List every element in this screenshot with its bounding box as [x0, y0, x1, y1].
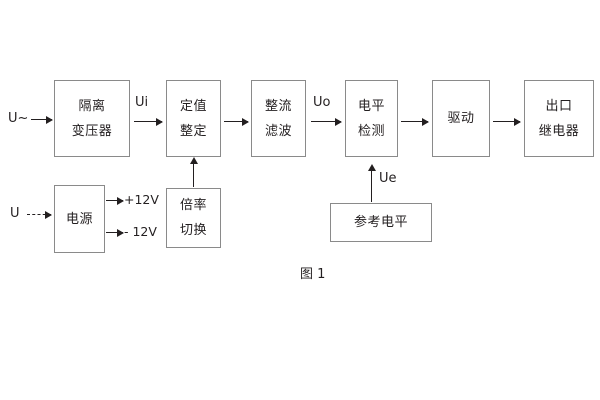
block-output-relay-line2: 继电器 [538, 123, 580, 139]
block-reference-level: 参考电平 [330, 203, 432, 242]
block-multiplier-switch-line2: 切换 [179, 223, 207, 238]
block-setting-value: 定值 整定 [166, 80, 221, 157]
block-level-detection: 电平 检测 [345, 80, 398, 157]
signal-label-uo: Uo [313, 95, 331, 110]
arrow-power-supply-positive-rail [106, 196, 124, 205]
block-drive-line1: 驱动 [447, 111, 475, 126]
arrow-rectify-filter-to-level-detection [311, 117, 342, 126]
block-reference-level-line1: 参考电平 [353, 215, 408, 230]
voltage-label-negative: - 12V [124, 224, 157, 239]
block-setting-value-line2: 整定 [179, 123, 207, 139]
input-label-u-dc: U [10, 206, 20, 221]
arrow-multiplier-switch-to-setting-value [189, 157, 198, 187]
block-drive: 驱动 [432, 80, 490, 157]
arrow-drive-to-output-relay [493, 117, 521, 126]
block-output-relay-line1: 出口 [545, 98, 573, 114]
block-level-detection-line1: 电平 [357, 98, 385, 114]
arrow-reference-level-to-level-detection [367, 164, 376, 202]
block-rectify-filter: 整流 滤波 [251, 80, 306, 157]
block-power-supply-line1: 电源 [65, 211, 93, 227]
arrow-power-supply-negative-rail [106, 228, 124, 237]
arrow-input-to-power-supply [27, 210, 52, 219]
arrow-level-detection-to-drive [401, 117, 429, 126]
block-isolation-transformer-line1: 隔离 [78, 98, 106, 114]
block-output-relay: 出口 继电器 [524, 80, 594, 157]
voltage-label-positive: +12V [124, 192, 159, 207]
block-multiplier-switch-line1: 倍率 [179, 198, 207, 213]
input-label-u-ac: U~ [8, 111, 29, 126]
arrow-setting-value-to-rectify-filter [224, 117, 249, 126]
block-isolation-transformer: 隔离 变压器 [54, 80, 130, 157]
signal-label-ui: Ui [135, 95, 149, 110]
block-level-detection-line2: 检测 [357, 123, 385, 139]
block-rectify-filter-line1: 整流 [264, 98, 292, 114]
block-multiplier-switch: 倍率 切换 [166, 188, 221, 248]
arrow-isolation-transformer-to-setting-value [134, 117, 163, 126]
signal-label-ue: Ue [379, 171, 397, 186]
block-rectify-filter-line2: 滤波 [264, 123, 292, 139]
block-isolation-transformer-line2: 变压器 [71, 123, 113, 139]
arrow-input-to-isolation-transformer [31, 115, 53, 124]
figure-caption: 图 1 [300, 267, 326, 282]
block-setting-value-line1: 定值 [179, 98, 207, 114]
block-power-supply: 电源 [54, 185, 105, 253]
